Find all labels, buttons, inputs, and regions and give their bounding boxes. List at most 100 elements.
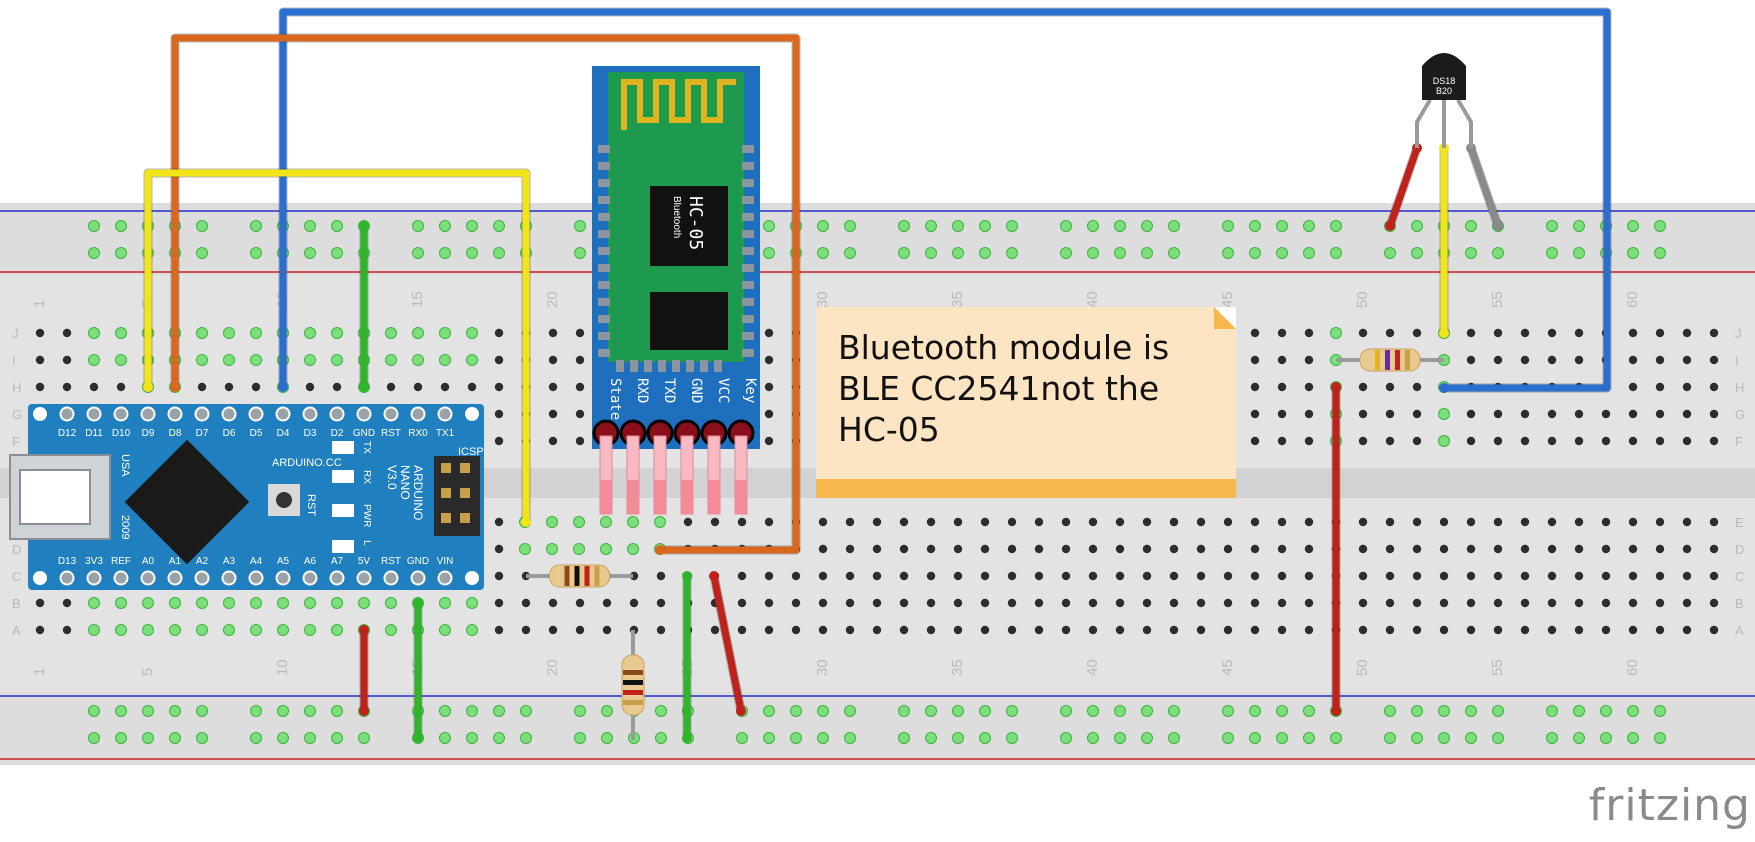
castellated-pad xyxy=(598,332,610,340)
hole xyxy=(926,598,936,608)
hole xyxy=(1358,382,1368,392)
hole xyxy=(1412,625,1422,635)
connected-hole xyxy=(1492,247,1504,259)
row-letter-right: C xyxy=(1735,569,1744,584)
connected-hole xyxy=(1654,247,1666,259)
wire-red-sensor-end xyxy=(1385,221,1395,231)
pin-label-top: D4 xyxy=(277,428,290,439)
connected-hole xyxy=(88,247,100,259)
hole xyxy=(89,382,99,392)
hole xyxy=(764,517,774,527)
hole xyxy=(1574,517,1584,527)
row-letter-right: I xyxy=(1735,353,1739,368)
hole xyxy=(1250,571,1260,581)
hole xyxy=(737,517,747,527)
castellated-pad xyxy=(714,360,722,372)
connected-hole xyxy=(1168,705,1180,717)
hole xyxy=(1223,625,1233,635)
connected-hole xyxy=(520,705,532,717)
hole xyxy=(1547,517,1557,527)
header-pin-bottom xyxy=(356,570,372,586)
hole xyxy=(1142,598,1152,608)
hole xyxy=(1547,328,1557,338)
connected-hole xyxy=(1573,732,1585,744)
hole xyxy=(1142,517,1152,527)
castellated-pad xyxy=(742,247,754,255)
connected-hole xyxy=(790,705,802,717)
connected-hole xyxy=(1249,247,1261,259)
hole xyxy=(1196,598,1206,608)
wire-green-bt-end xyxy=(682,571,692,581)
connected-hole xyxy=(466,354,478,366)
hole xyxy=(467,382,477,392)
hole xyxy=(548,409,558,419)
header-pin-bottom xyxy=(275,570,291,586)
row-letter-right: D xyxy=(1735,542,1744,557)
resistor-band xyxy=(1385,350,1390,370)
connected-hole xyxy=(1465,705,1477,717)
bt-pin-label: Key xyxy=(742,378,758,403)
header-pin-top xyxy=(140,406,156,422)
wire-red-bt-end xyxy=(709,571,719,581)
resistor-band xyxy=(1375,350,1380,370)
hole xyxy=(1682,355,1692,365)
hole xyxy=(1304,355,1314,365)
wire-red-bt xyxy=(710,572,745,715)
resistor-band xyxy=(623,680,643,685)
hole xyxy=(710,625,720,635)
hole xyxy=(1574,625,1584,635)
hole xyxy=(1277,571,1287,581)
castellated-pad xyxy=(598,315,610,323)
header-pin-top xyxy=(113,406,129,422)
column-number-top: 35 xyxy=(949,291,966,308)
castellated-pad xyxy=(644,360,652,372)
resistor-band xyxy=(1395,350,1400,370)
connected-hole xyxy=(304,732,316,744)
hole xyxy=(1385,436,1395,446)
connected-hole xyxy=(196,354,208,366)
hole xyxy=(1655,625,1665,635)
hole xyxy=(1142,571,1152,581)
wire-green-bt-end xyxy=(682,733,692,743)
sensor-leg xyxy=(1415,98,1432,148)
connected-hole xyxy=(1384,247,1396,259)
connected-hole xyxy=(385,327,397,339)
hole xyxy=(197,382,207,392)
column-number-top: 40 xyxy=(1084,291,1101,308)
hole xyxy=(1466,544,1476,554)
wire-green-bottom-end xyxy=(413,733,423,743)
connected-hole xyxy=(1087,705,1099,717)
header-pin-bottom xyxy=(410,570,426,586)
status-led xyxy=(332,540,354,553)
hole xyxy=(1574,544,1584,554)
pin-label-top: D3 xyxy=(304,428,317,439)
hole xyxy=(953,625,963,635)
wire-red-sensor xyxy=(1386,144,1421,230)
connected-hole xyxy=(1627,220,1639,232)
hole xyxy=(1439,517,1449,527)
row-letter-right: B xyxy=(1735,596,1744,611)
header-pin-bottom xyxy=(221,570,237,586)
castellated-pad xyxy=(686,360,694,372)
bt-pin-label: RXD xyxy=(634,378,650,403)
hole xyxy=(1439,598,1449,608)
hole xyxy=(1574,328,1584,338)
header-pin-top xyxy=(221,406,237,422)
bt-model-label: HC-05 xyxy=(685,196,706,250)
connected-hole xyxy=(385,624,397,636)
wire-gray-sensor xyxy=(1467,144,1502,230)
connected-hole xyxy=(115,597,127,609)
castellated-pad xyxy=(742,230,754,238)
hole xyxy=(1655,571,1665,581)
header-pin-top xyxy=(410,406,426,422)
pin-label-top: D8 xyxy=(169,428,182,439)
connected-hole xyxy=(196,327,208,339)
castellated-pad xyxy=(742,145,754,153)
connected-hole xyxy=(1546,732,1558,744)
castellated-pad xyxy=(598,179,610,187)
hole xyxy=(413,382,423,392)
pin-label-bottom: 5V xyxy=(358,556,371,567)
connected-hole xyxy=(1060,732,1072,744)
connected-hole xyxy=(1465,732,1477,744)
connected-hole xyxy=(655,705,667,717)
